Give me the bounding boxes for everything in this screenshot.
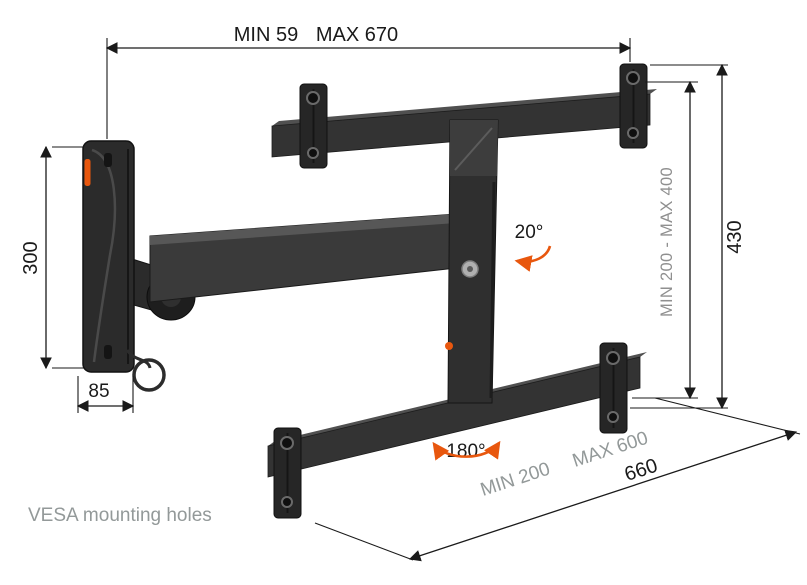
center-column	[445, 119, 499, 404]
vogels-logo-mark	[467, 266, 473, 272]
cable-loop	[125, 349, 166, 392]
top-dimension-max-label: MAX 670	[316, 24, 398, 46]
left-dimension: 300	[20, 145, 84, 370]
upper-rail-top-face	[272, 89, 657, 126]
swivel-angle-annotation: 180°	[432, 440, 501, 462]
screw-hole	[606, 351, 620, 365]
dimension-line	[408, 429, 798, 562]
column-head-highlight	[454, 127, 493, 171]
orange-strap-detail	[445, 342, 453, 350]
orange-release-clip	[84, 159, 91, 186]
upper-right-strip-bracket	[619, 63, 648, 149]
screw-hole	[280, 436, 294, 450]
right-inner-dimension-label: MIN 200 - MAX 400	[658, 167, 676, 317]
column-rod	[489, 181, 496, 399]
bottom-inner-min-label: MIN 200	[478, 459, 553, 501]
left-dimension-label: 300	[20, 241, 42, 274]
tilt-angle-annotation: 20°	[514, 222, 552, 272]
screw-hole	[306, 91, 320, 105]
tilt-arrow-arc	[514, 245, 552, 272]
lower-left-strip-bracket	[273, 427, 302, 519]
mounting-slot	[104, 153, 112, 167]
wall-plate-highlight	[91, 148, 117, 363]
depth-dimension-label: 85	[88, 381, 109, 402]
top-dimension: MIN 59 MAX 670	[105, 24, 632, 139]
bottom-dimension-label: 660	[622, 455, 661, 486]
screw-hole	[607, 411, 619, 423]
lower-rail-front-face	[267, 356, 641, 478]
lower-right-strip-bracket	[599, 342, 628, 434]
screw-hole	[307, 147, 319, 159]
right-dimension: 430	[630, 63, 746, 410]
right-inner-dimension: MIN 200 - MAX 400	[632, 80, 698, 400]
screw-hole	[281, 496, 293, 508]
top-dimension-min-label: MIN 59	[234, 24, 298, 46]
tilt-angle-label: 20°	[515, 222, 544, 243]
arm-top-highlight	[150, 214, 456, 245]
articulating-arm	[115, 213, 457, 321]
right-dimension-label: 430	[724, 220, 746, 253]
screw-hole	[626, 71, 640, 85]
extension-line	[654, 397, 801, 435]
extension-line	[314, 522, 414, 561]
upper-left-strip-bracket	[299, 83, 328, 169]
mounting-slot	[104, 345, 112, 359]
wall-plate	[82, 140, 135, 373]
depth-dimension: 85	[76, 376, 135, 413]
swivel-angle-label: 180°	[446, 441, 485, 462]
screw-hole	[627, 127, 639, 139]
tv-mount-illustration	[82, 63, 657, 519]
cable-ring	[132, 358, 166, 392]
vesa-mounting-holes-note: VESA mounting holes	[28, 505, 212, 526]
cable-strand	[125, 349, 152, 369]
